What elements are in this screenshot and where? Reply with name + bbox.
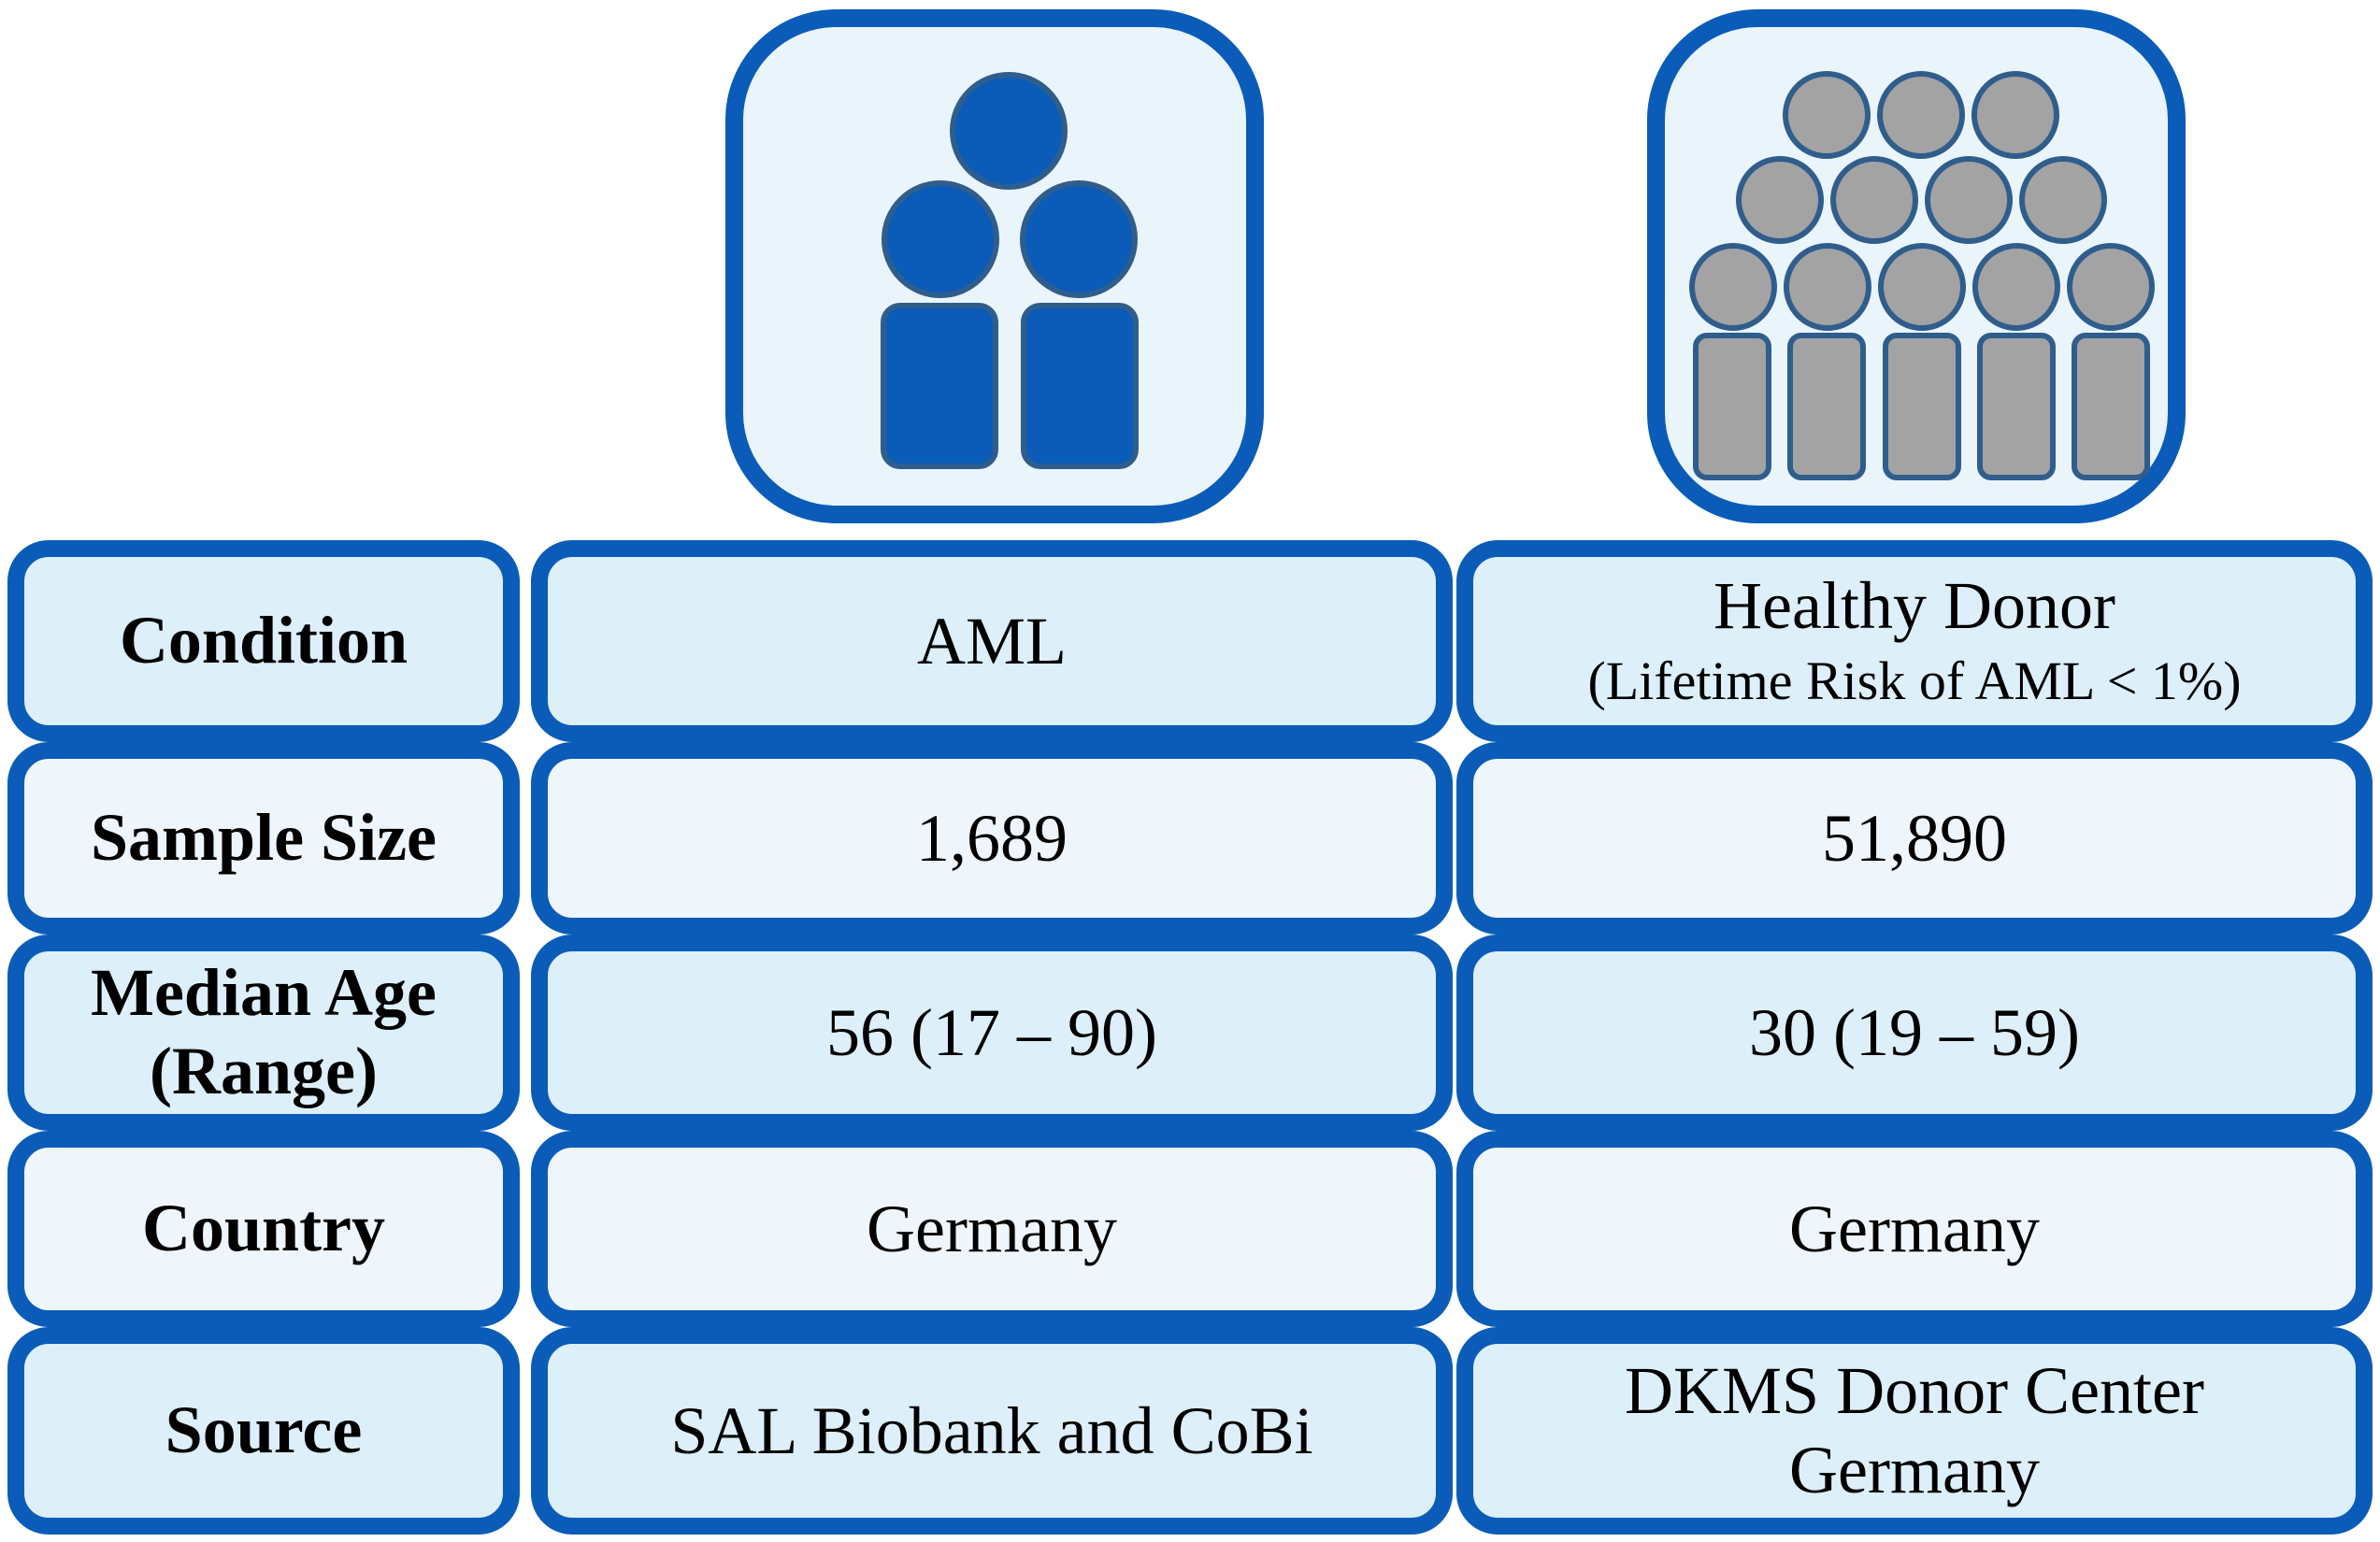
healthy-source-country: Germany <box>1789 1433 2040 1507</box>
aml-median-age: 56 (17 – 90) <box>826 994 1157 1070</box>
source-label: Source <box>165 1392 363 1468</box>
row-label-median-age: Median Age (Range) <box>7 935 520 1131</box>
median-age-range-label: (Range) <box>150 1034 378 1108</box>
healthy-source: DKMS Donor Center <box>1625 1353 2204 1429</box>
healthy-sample-size: 51,890 <box>1822 800 2007 876</box>
healthy-source-cell: DKMS Donor Center Germany <box>1456 1327 2373 1535</box>
aml-country: Germany <box>867 1191 1117 1266</box>
row-label-source: Source <box>7 1327 520 1535</box>
aml-condition: AML <box>917 603 1067 678</box>
row-label-sample-size: Sample Size <box>7 742 520 935</box>
aml-sample-size-cell: 1,689 <box>531 742 1453 935</box>
aml-country-cell: Germany <box>531 1131 1453 1327</box>
row-label-condition: Condition <box>7 540 520 742</box>
aml-source-cell: SAL Biobank and CoBi <box>531 1327 1453 1535</box>
healthy-condition: Healthy Donor <box>1713 567 2115 643</box>
healthy-median-age-cell: 30 (19 – 59) <box>1456 935 2373 1131</box>
country-label: Country <box>141 1191 385 1266</box>
median-age-label: Median Age <box>91 955 437 1031</box>
condition-label: Condition <box>119 603 409 678</box>
aml-icon-frame <box>725 9 1264 523</box>
aml-sample-size: 1,689 <box>916 800 1068 876</box>
healthy-icon-frame <box>1647 9 2186 523</box>
healthy-median-age: 30 (19 – 59) <box>1749 994 2080 1070</box>
healthy-country: Germany <box>1789 1191 2040 1266</box>
aml-patients-icon <box>881 72 1139 469</box>
healthy-condition-note: (Lifetime Risk of AML < 1%) <box>1587 650 2242 711</box>
healthy-condition-cell: Healthy Donor (Lifetime Risk of AML < 1%… <box>1456 540 2373 742</box>
sample-size-label: Sample Size <box>91 800 437 876</box>
aml-condition-cell: AML <box>531 540 1453 742</box>
aml-source: SAL Biobank and CoBi <box>670 1392 1313 1468</box>
healthy-donors-icon <box>1689 71 2155 480</box>
row-label-country: Country <box>7 1131 520 1327</box>
healthy-sample-size-cell: 51,890 <box>1456 742 2373 935</box>
healthy-country-cell: Germany <box>1456 1131 2373 1327</box>
aml-median-age-cell: 56 (17 – 90) <box>531 935 1453 1131</box>
